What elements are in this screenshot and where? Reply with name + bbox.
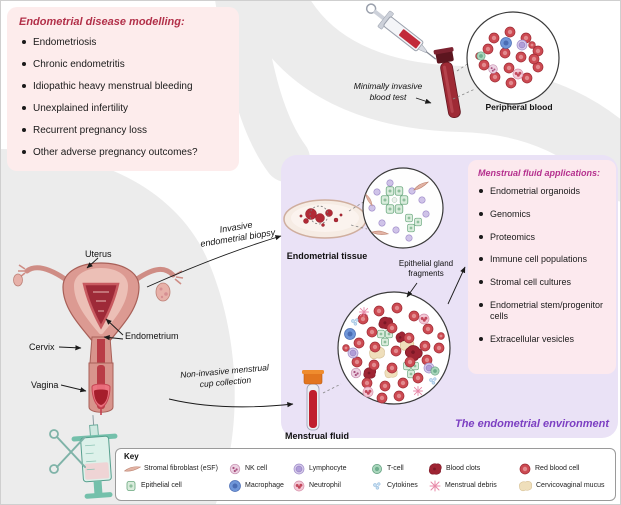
key-legend: Key Stromal fibroblast (eSF) NK cell Lym…	[115, 448, 616, 501]
disease-modelling-panel: Endometrial disease modelling: Endometri…	[7, 7, 239, 171]
list-item: Immune cell populations	[479, 254, 610, 265]
endometrial-tissue-label: Endometrial tissue	[286, 251, 368, 261]
cervix-label: Cervix	[29, 342, 55, 352]
key-item-label: NK cell	[245, 465, 268, 473]
key-item-label: Lymphocyte	[309, 465, 347, 473]
menstrual-debris-icon	[429, 480, 441, 492]
nk-cell-icon	[229, 463, 241, 475]
list-item: Chronic endometritis	[22, 59, 229, 70]
list-item: Genomics	[479, 209, 610, 220]
list-item: Stromal cell cultures	[479, 277, 610, 288]
key-item: Stromal fibroblast (eSF)	[124, 462, 226, 476]
list-item: Recurrent pregnancy loss	[22, 125, 229, 136]
disease-list: Endometriosis Chronic endometritis Idiop…	[19, 37, 229, 158]
cervicovaginal-mucus-icon	[519, 481, 532, 492]
list-item: Idiopathic heavy menstrual bleeding	[22, 81, 229, 92]
key-item-label: Cytokines	[387, 482, 418, 490]
vagina-label: Vagina	[31, 380, 59, 390]
key-item-label: T-cell	[387, 465, 404, 473]
key-item-label: Stromal fibroblast (eSF)	[144, 465, 218, 473]
disease-panel-title: Endometrial disease modelling:	[19, 16, 185, 28]
key-grid: Stromal fibroblast (eSF) NK cell Lymphoc…	[124, 462, 609, 493]
uterus-label: Uterus	[85, 249, 112, 259]
t-cell-icon	[371, 463, 383, 475]
key-item: Red blood cell	[518, 462, 609, 476]
key-item: NK cell	[228, 462, 290, 476]
key-item-label: Menstrual debris	[445, 482, 497, 490]
list-item: Extracellular vesicles	[479, 334, 610, 345]
key-item: Cytokines	[370, 479, 426, 493]
blood-clots-icon	[428, 463, 442, 475]
cytokines-icon	[373, 482, 381, 490]
peripheral-blood-label: Peripheral blood	[485, 102, 553, 112]
key-title: Key	[124, 452, 139, 461]
lymphocyte-icon	[293, 463, 305, 475]
key-item: Macrophage	[228, 479, 290, 493]
silhouette-torso-band	[215, 1, 310, 182]
key-item-label: Macrophage	[245, 482, 284, 490]
environment-title: The endometrial environment	[454, 418, 609, 430]
key-item: Neutrophil	[292, 479, 368, 493]
key-item-label: Cervicovaginal mucus	[536, 482, 605, 490]
blood-test-label: Minimally invasive blood test	[353, 81, 423, 103]
key-item-label: Neutrophil	[309, 482, 341, 490]
endometrium-label: Endometrium	[125, 331, 179, 341]
applications-panel: Menstrual fluid applications: Endometria…	[468, 160, 616, 374]
list-item: Endometrial organoids	[479, 186, 610, 197]
list-item: Unexplained infertility	[22, 103, 229, 114]
list-item: Other adverse pregnancy outcomes?	[22, 147, 229, 158]
key-item-label: Epithelial cell	[141, 482, 182, 490]
key-item-label: Blood clots	[446, 465, 481, 473]
key-item: Menstrual debris	[428, 479, 516, 493]
key-item-label: Red blood cell	[535, 465, 580, 473]
gland-fragments-label: Epithelial gland fragments	[398, 259, 454, 278]
menstrual-fluid-label: Menstrual fluid	[284, 431, 349, 441]
list-item: Endometrial stem/progenitor cells	[479, 300, 610, 322]
silhouette-arm	[237, 1, 620, 202]
red-blood-cell-icon	[519, 463, 531, 475]
list-item: Endometriosis	[22, 37, 229, 48]
epithelial-cell-icon	[126, 481, 136, 491]
key-item: Lymphocyte	[292, 462, 368, 476]
macrophage-icon	[229, 480, 241, 492]
neutrophil-icon	[293, 480, 305, 492]
applications-panel-title: Menstrual fluid applications:	[478, 168, 601, 178]
key-item: Epithelial cell	[124, 479, 226, 493]
key-item: Cervicovaginal mucus	[518, 479, 609, 493]
key-item: T-cell	[370, 462, 426, 476]
stromal-fibroblast-icon	[124, 466, 141, 472]
key-item: Blood clots	[428, 462, 516, 476]
list-item: Proteomics	[479, 232, 610, 243]
applications-list: Endometrial organoids Genomics Proteomic…	[478, 186, 610, 344]
